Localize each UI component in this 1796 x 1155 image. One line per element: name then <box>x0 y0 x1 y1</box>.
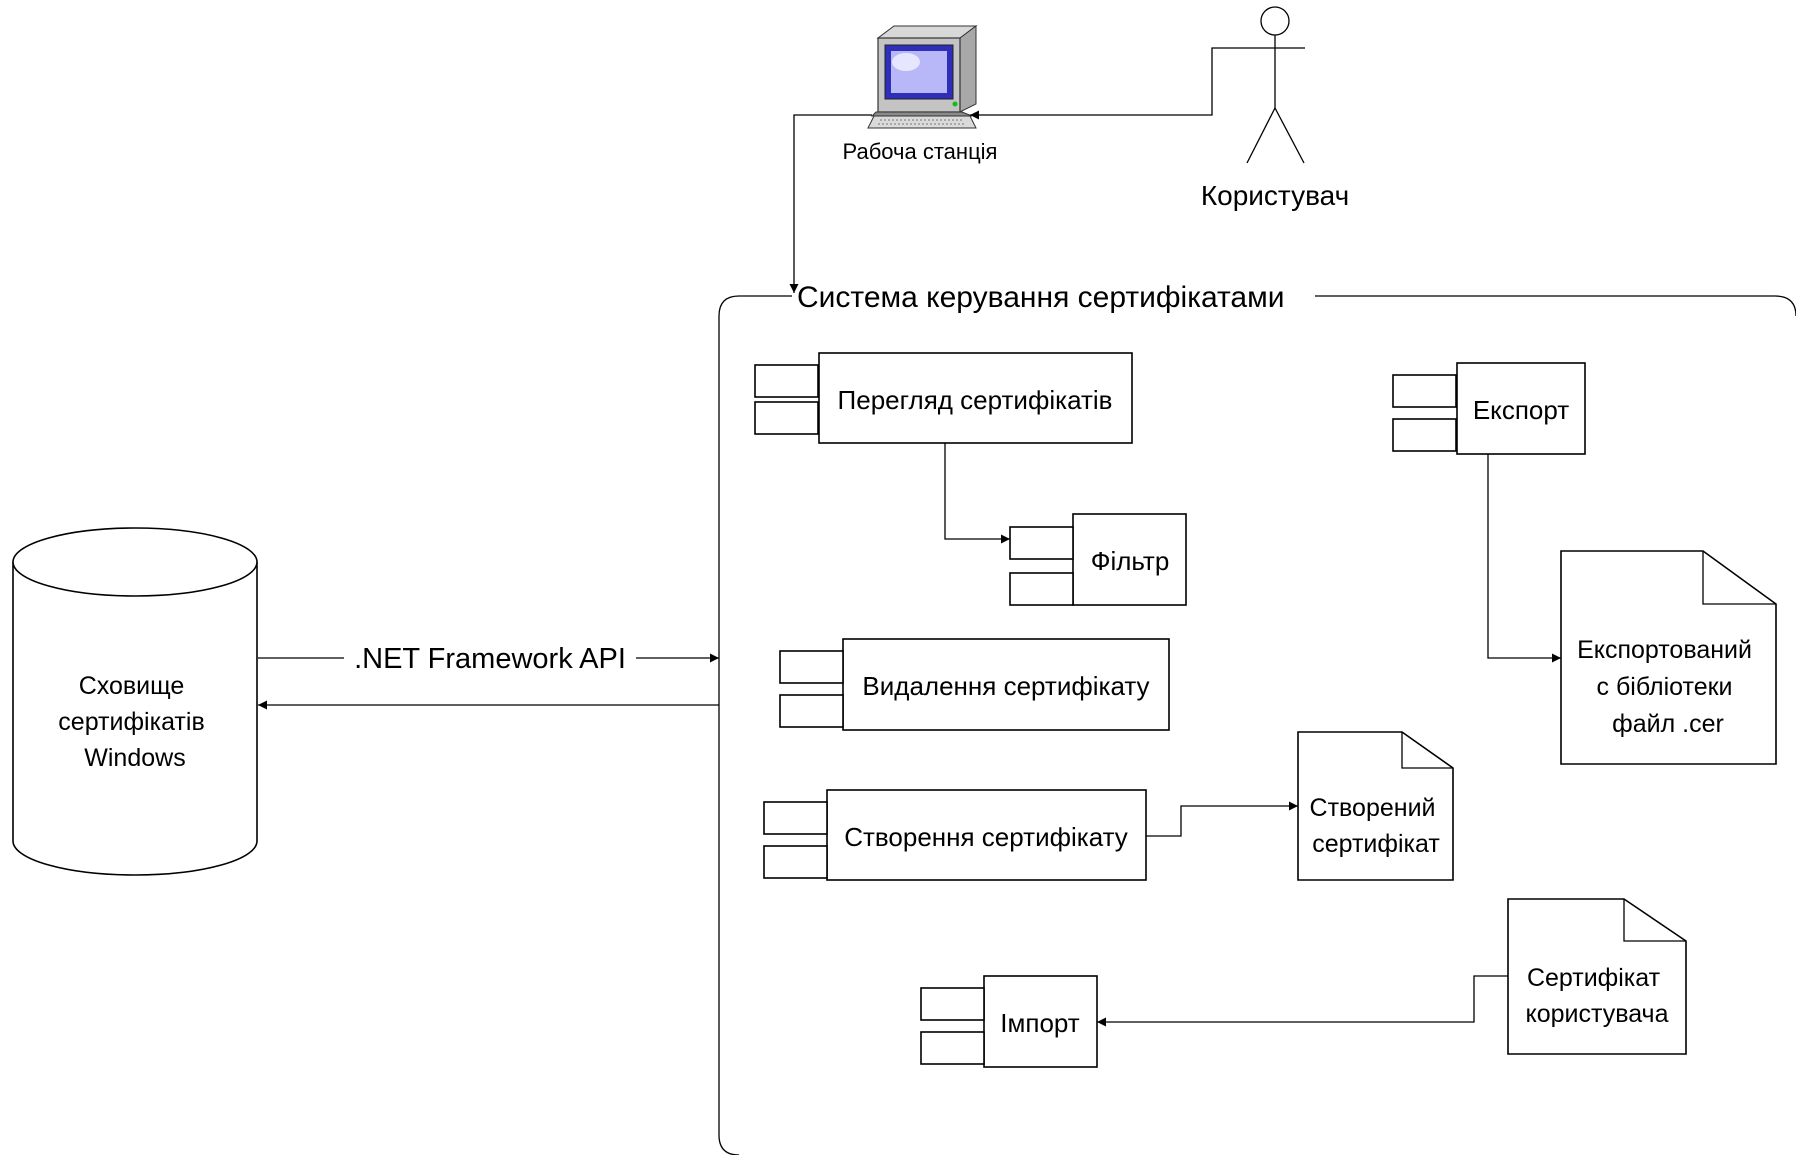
component-filter-label: Фільтр <box>1091 546 1170 576</box>
component-export-label: Експорт <box>1473 395 1569 425</box>
component-filter: Фільтр <box>1009 513 1187 606</box>
workstation-label: Рабоча станція <box>843 139 998 164</box>
component-delete-certificate: Видалення сертифікату <box>779 638 1170 731</box>
storage-label: Сховище сертифікатів Windows <box>58 672 211 772</box>
document-user-certificate: Сертифікат користувача <box>1507 898 1687 1055</box>
export-to-file-connector <box>1487 454 1561 663</box>
system-title: Система керування сертифікатами <box>797 281 1285 314</box>
document-exported-label: Експортований с бібліотеки файл .cer <box>1577 636 1759 738</box>
document-created-certificate: Створений сертифікат <box>1297 731 1454 881</box>
workstation-icon <box>867 25 978 129</box>
actor-user-icon <box>1213 6 1305 164</box>
component-import: Імпорт <box>920 975 1098 1068</box>
user-certificate-to-import-connector <box>1097 975 1508 1027</box>
user-to-workstation-connector <box>970 47 1213 120</box>
view-to-filter-connector <box>944 443 1010 544</box>
document-user-certificate-label: Сертифікат користувача <box>1525 964 1668 1028</box>
document-created-label: Створений сертифікат <box>1310 794 1443 858</box>
component-export: Експорт <box>1392 362 1586 455</box>
component-view-label: Перегляд сертифікатів <box>838 385 1113 415</box>
component-import-label: Імпорт <box>1000 1008 1080 1038</box>
document-exported-file: Експортований с бібліотеки файл .cer <box>1560 550 1777 765</box>
component-delete-label: Видалення сертифікату <box>862 671 1149 701</box>
create-to-document-connector <box>1146 801 1298 837</box>
api-label: .NET Framework API <box>354 643 626 675</box>
storage-cylinder <box>12 527 258 876</box>
component-create-certificate: Створення сертифікату <box>763 789 1147 881</box>
workstation-to-system-connector <box>789 114 872 293</box>
actor-label: Користувач <box>1201 180 1349 211</box>
component-create-label: Створення сертифікату <box>844 822 1128 852</box>
component-view-certificates: Перегляд сертифікатів <box>754 352 1133 444</box>
